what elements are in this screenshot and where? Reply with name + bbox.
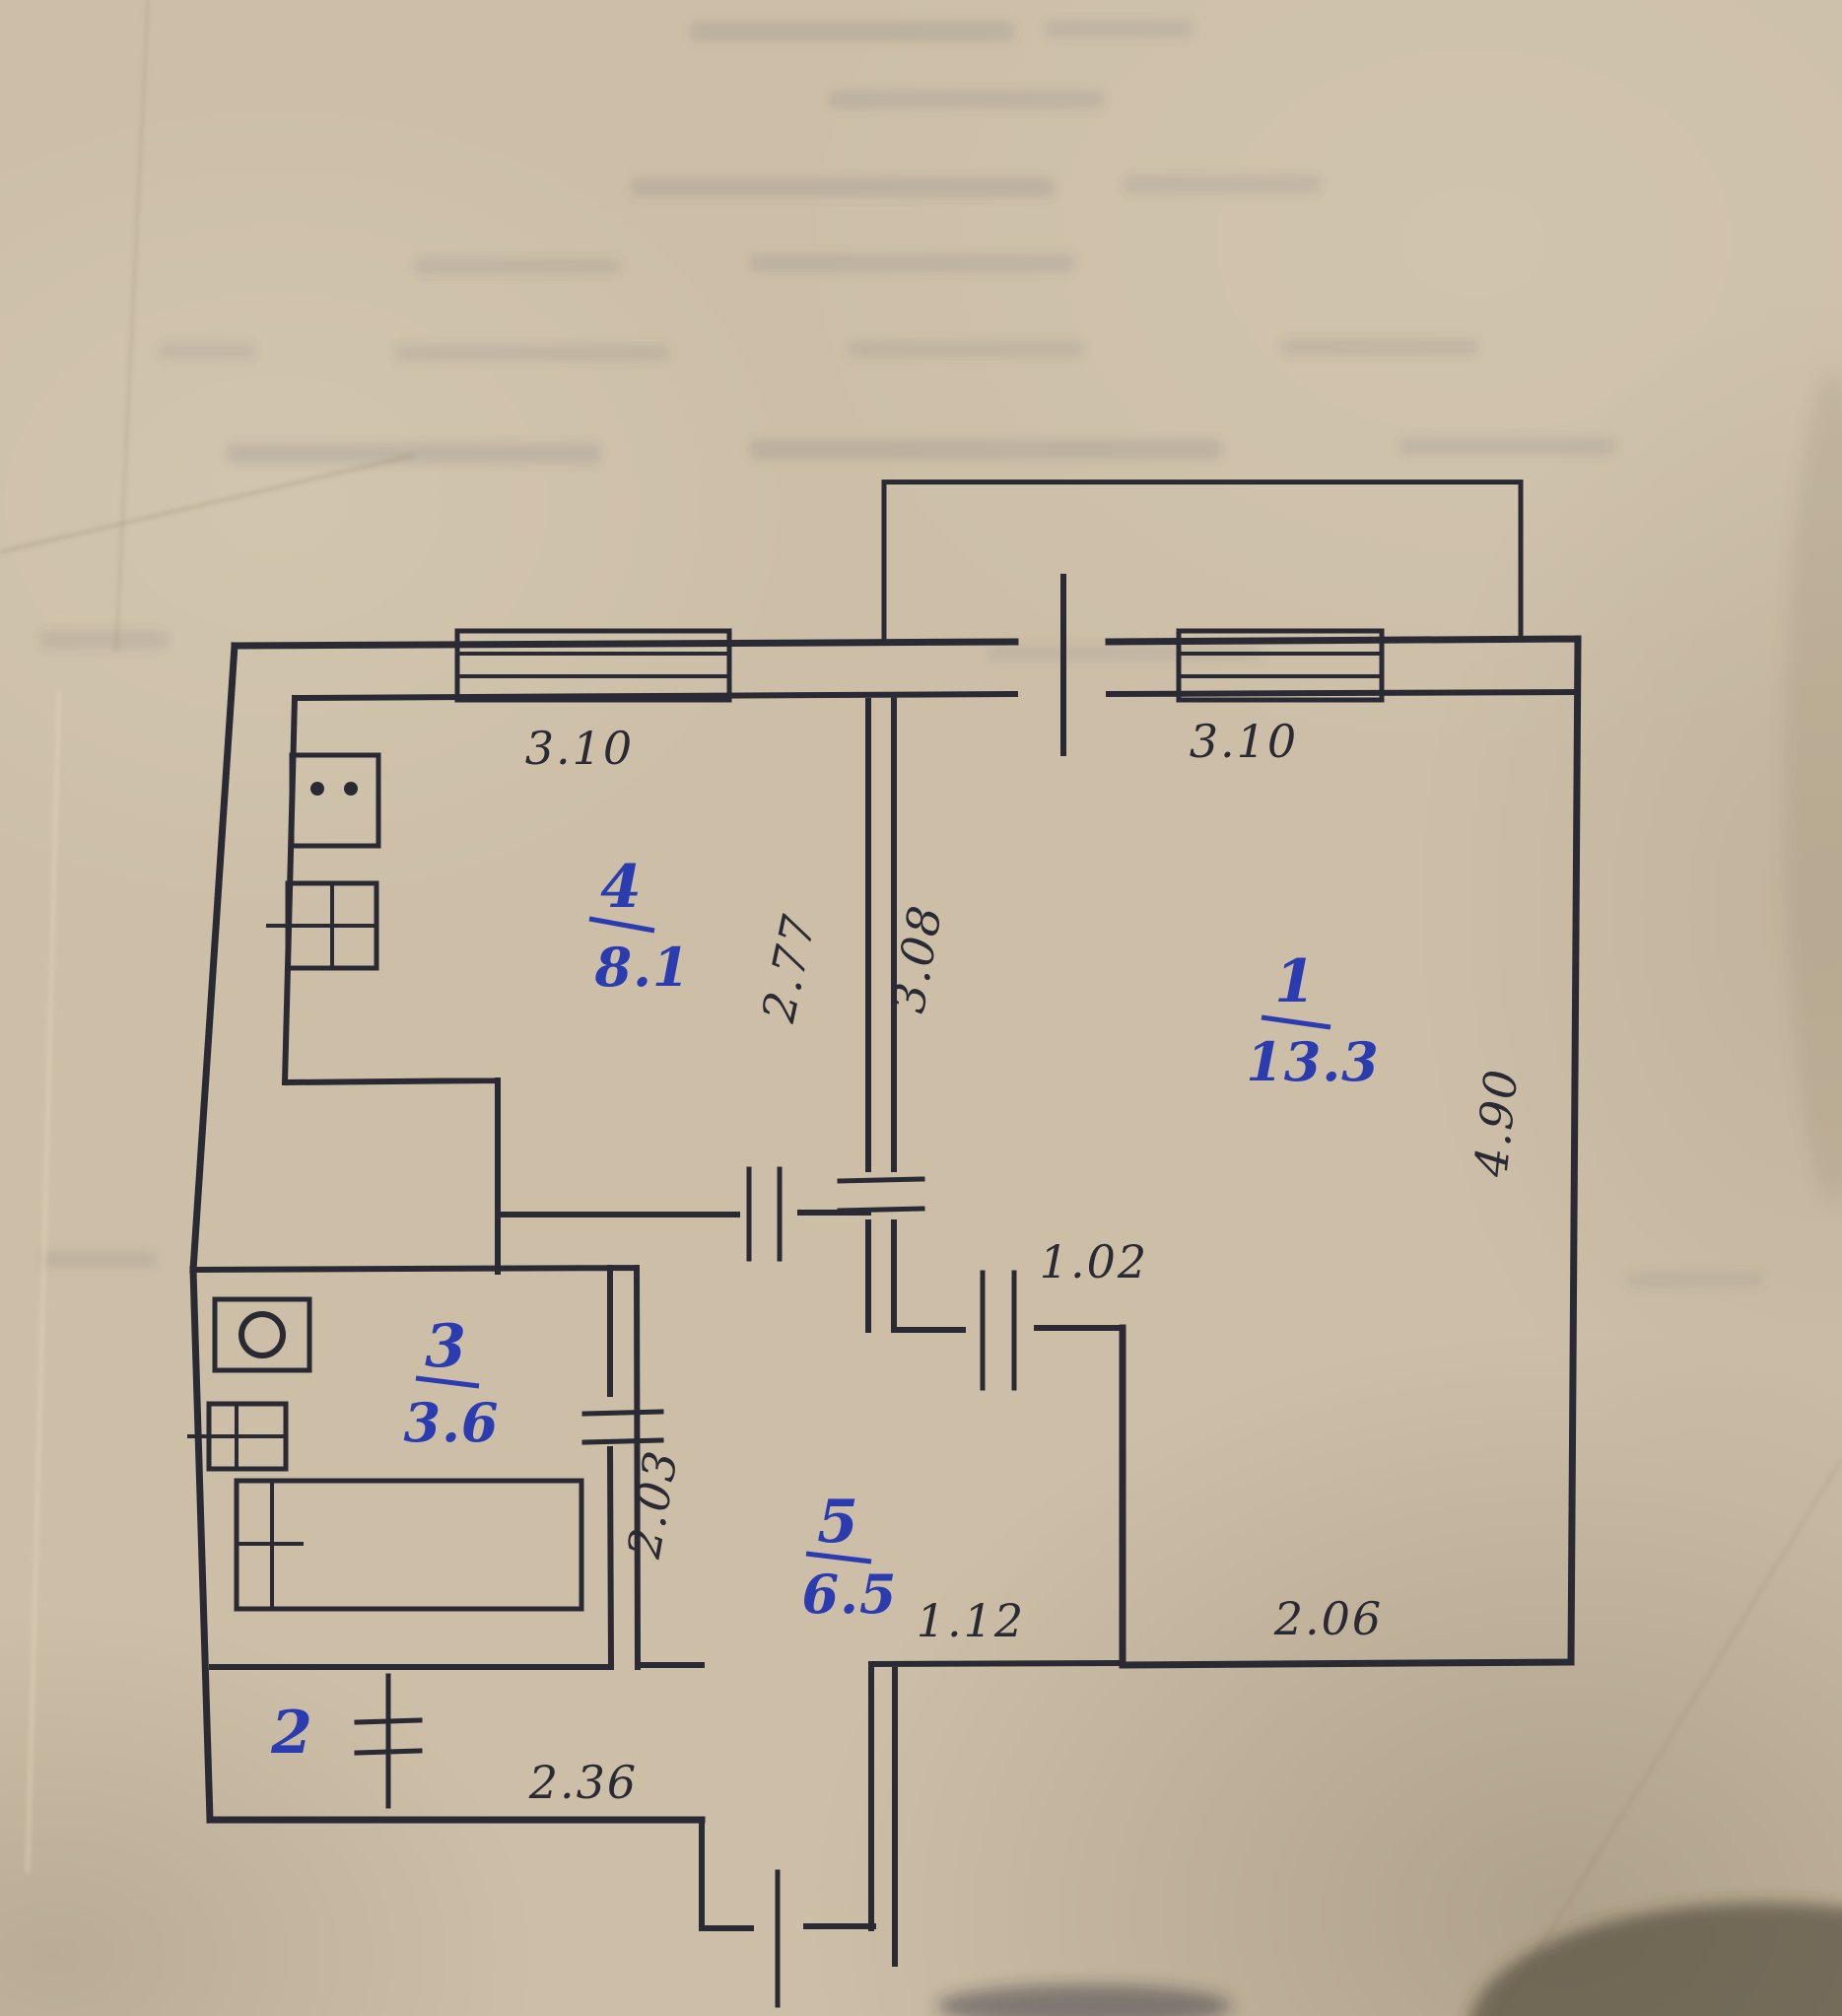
dim-room1-door-width: 1.02 <box>1040 1235 1148 1288</box>
outer-walls <box>189 635 1582 1824</box>
room-5-underline <box>805 1551 872 1564</box>
door-symbols <box>354 1166 1017 2008</box>
dim-room1-right-height: 4.90 <box>1464 1066 1528 1180</box>
bathtub-symbol <box>234 1478 584 1612</box>
plan-linework <box>187 479 1582 2008</box>
dim-kitchen-depth: 2.77 <box>751 909 826 1027</box>
dimension-labels: 3.10 3.10 2.77 3.08 4.90 1.02 2.03 1.12 … <box>525 715 1529 1809</box>
room-1-area: 13.3 <box>1246 1030 1380 1093</box>
dim-hall-bottom-width: 1.12 <box>917 1594 1025 1647</box>
room-5-area: 6.5 <box>802 1563 898 1626</box>
room-4-area: 8.1 <box>594 936 691 999</box>
room-2-number: 2 <box>270 1699 312 1768</box>
room-4-number: 4 <box>600 853 642 922</box>
dim-room1-bottom-width: 2.06 <box>1273 1592 1383 1645</box>
room-3-area: 3.6 <box>404 1391 500 1454</box>
dim-hall-left-height: 2.03 <box>617 1445 689 1563</box>
kitchen-sink-symbol <box>266 880 379 971</box>
dim-top-left-width: 3.10 <box>525 722 634 775</box>
scan-shadow-artifacts <box>936 375 1842 2016</box>
room-3-number: 3 <box>425 1312 466 1381</box>
room-3-underline <box>415 1375 480 1389</box>
room-1-underline <box>1261 1014 1331 1030</box>
dim-bottom-left-width: 2.36 <box>528 1756 638 1809</box>
stove-symbol <box>289 752 381 849</box>
room-labels: 4 8.1 1 13.3 3 3.6 5 6.5 2 <box>270 853 1380 1768</box>
room-5-number: 5 <box>817 1488 858 1557</box>
window-symbol-right <box>1176 628 1385 703</box>
ghost-text-artifacts <box>39 20 1764 1287</box>
window-symbol-left <box>454 628 732 703</box>
inner-walls <box>189 688 1582 1967</box>
dim-top-right-width: 3.10 <box>1190 715 1298 768</box>
balcony-outline <box>881 479 1524 645</box>
room-1-number: 1 <box>1274 947 1316 1016</box>
toilet-symbol <box>187 1401 289 1472</box>
room-4-underline <box>588 916 655 934</box>
bathroom-sink-symbol <box>212 1296 312 1373</box>
